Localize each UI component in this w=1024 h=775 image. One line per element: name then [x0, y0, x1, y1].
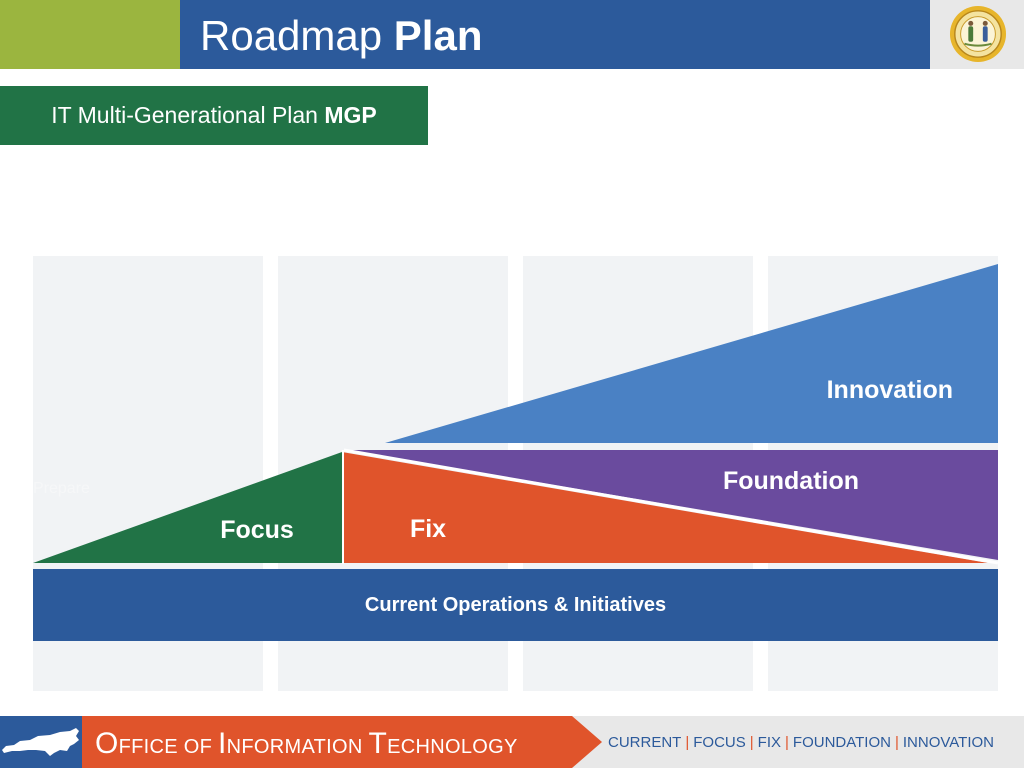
tagline-separator: | [749, 734, 754, 751]
tagline-focus: FOCUS [693, 734, 746, 751]
office-title-initial: O [95, 727, 119, 760]
fix-label: Fix [410, 515, 446, 543]
focus-region [33, 452, 342, 563]
page-title: Roadmap Plan [200, 10, 482, 62]
focus-label: Focus [220, 516, 294, 544]
seal-container [930, 0, 1024, 69]
tagline-foundation: FOUNDATION [792, 734, 891, 751]
tagline-separator: | [785, 734, 789, 751]
office-title-word: of [183, 736, 213, 758]
header-accent-block [0, 0, 180, 69]
tagline-fix: FIX [757, 734, 781, 751]
tagline-separator: | [685, 734, 690, 751]
foundation-label: Foundation [723, 467, 859, 495]
tagline-separator: | [894, 734, 899, 751]
footer-map-container [0, 716, 82, 768]
footer-tagline: CURRENT|FOCUS|FIX|FOUNDATION|INNOVATION [608, 716, 994, 770]
office-title-word: nformation [226, 736, 363, 758]
subtitle: IT Multi-Generational Plan MGP [0, 86, 428, 145]
tagline-current: CURRENT [608, 734, 682, 751]
office-title-word: echnology [387, 736, 518, 758]
page-title-light: Roadmap [200, 12, 383, 59]
office-title: Office of Information Technology [95, 716, 518, 775]
office-title-word: ffice [118, 736, 178, 758]
current-operations-label: Current Operations & Initiatives [364, 594, 667, 616]
page-title-bold: Plan [393, 12, 483, 59]
state-seal-icon [949, 5, 1007, 63]
tagline-innovation: INNOVATION [902, 734, 994, 751]
subtitle-banner: IT Multi-Generational Plan MGP [0, 86, 428, 145]
innovation-label: Innovation [827, 376, 953, 404]
office-title-initial: I [218, 727, 227, 760]
subtitle-light: IT Multi-Generational Plan [51, 102, 318, 128]
subtitle-bold: MGP [324, 102, 377, 128]
prepare-label: Prepare [33, 480, 90, 497]
office-title-initial: T [368, 727, 388, 760]
footer: Office of Information Technology CURRENT… [0, 716, 1024, 768]
header-bar: Roadmap Plan [180, 0, 930, 69]
innovation-region [385, 264, 998, 443]
north-carolina-map-icon [2, 728, 79, 756]
office-banner-arrow [82, 716, 602, 768]
fix-foundation-divider [343, 448, 999, 565]
current-operations-bar: Current Operations & Initiatives [33, 569, 998, 641]
fix-region [342, 452, 988, 563]
